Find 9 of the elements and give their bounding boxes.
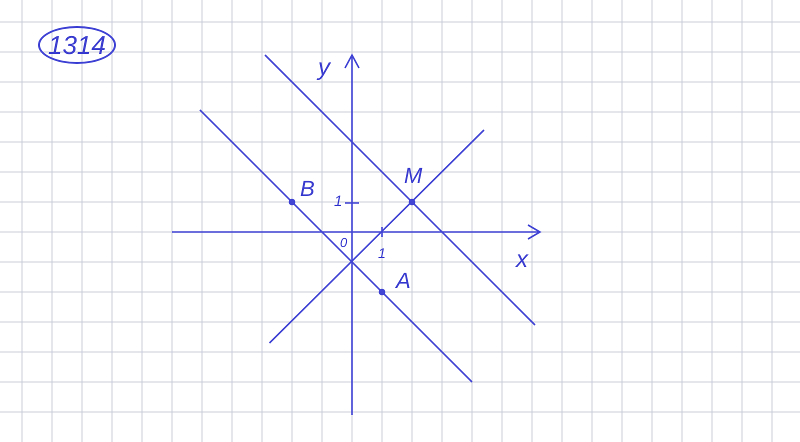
problem-number: 1314 bbox=[38, 26, 116, 64]
point-label: M bbox=[404, 165, 422, 187]
point-label: A bbox=[396, 270, 411, 292]
axis-label: y bbox=[318, 56, 330, 80]
axis-label: x bbox=[516, 248, 528, 272]
tick-label: 1 bbox=[334, 194, 342, 209]
tick-label: 0 bbox=[340, 236, 348, 249]
point-label: B bbox=[300, 178, 315, 200]
tick-label: 1 bbox=[378, 246, 386, 260]
